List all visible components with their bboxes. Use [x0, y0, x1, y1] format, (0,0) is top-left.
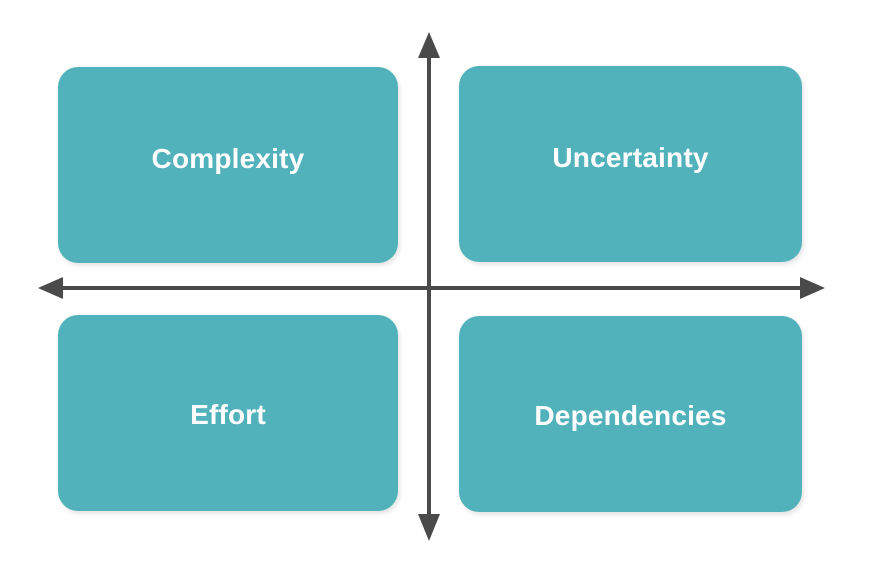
quadrant-label-top-right: Uncertainty — [552, 142, 709, 173]
horizontal-axis-left-arrowhead — [38, 277, 63, 299]
quadrant-label-bottom-right: Dependencies — [534, 400, 727, 431]
quadrant-box-top-left[interactable]: Complexity — [58, 67, 398, 263]
quadrant-box-top-right[interactable]: Uncertainty — [459, 66, 802, 262]
vertical-axis-top-arrowhead — [418, 32, 440, 58]
quadrant-label-bottom-left: Effort — [190, 399, 266, 430]
quadrant-box-bottom-right[interactable]: Dependencies — [459, 316, 802, 512]
vertical-axis-bottom-arrowhead — [418, 514, 440, 541]
quadrant-label-top-left: Complexity — [151, 143, 305, 174]
quadrant-box-bottom-left[interactable]: Effort — [58, 315, 398, 511]
horizontal-axis-right-arrowhead — [800, 277, 825, 299]
